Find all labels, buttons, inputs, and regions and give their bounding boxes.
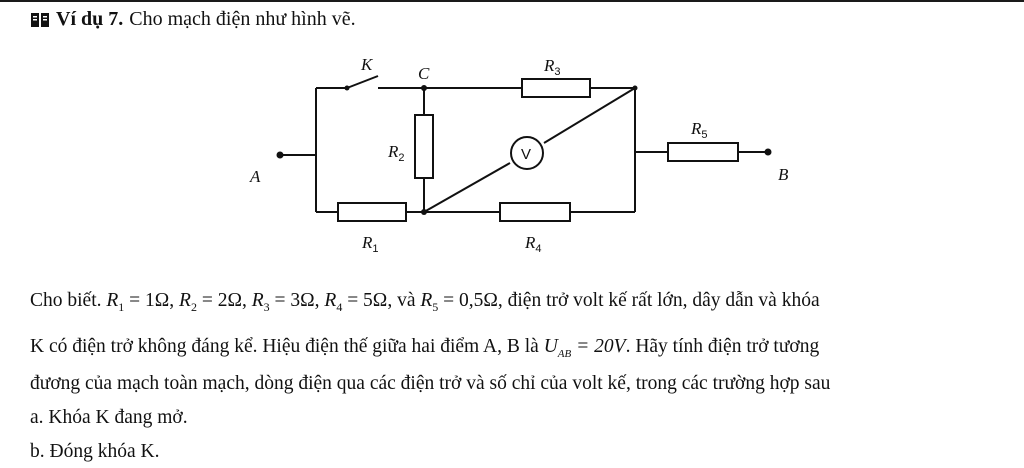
example-label: Ví dụ 7. [56, 8, 124, 30]
top-divider [0, 0, 1024, 2]
label-r5: R5 [690, 119, 708, 141]
example-heading: Ví dụ 7. Cho mạch điện như hình vẽ. [30, 8, 356, 31]
label-c: C [418, 64, 430, 83]
junction-d-dot [421, 209, 427, 215]
label-r3: R3 [543, 56, 561, 78]
terminal-a-dot [276, 151, 284, 159]
book-icon [31, 12, 49, 27]
resistor-r1 [337, 202, 407, 222]
switch-k-blade[interactable] [346, 75, 379, 89]
resistor-r3 [521, 78, 591, 98]
label-r4: R4 [524, 233, 542, 255]
label-a: A [249, 167, 261, 186]
label-b: B [778, 165, 789, 184]
switch-pivot-dot [344, 85, 350, 91]
terminal-b-dot [764, 148, 772, 156]
label-v: V [521, 146, 531, 163]
case-a: a. Khóa K đang mở. [30, 407, 188, 428]
wire-diagonal-lower [423, 162, 511, 213]
wire-diagonal-upper [543, 87, 636, 144]
resistor-r4 [499, 202, 571, 222]
circuit-diagram: K C A B V R3 R2 R1 R4 R5 [249, 55, 789, 255]
given-values-line: Cho biết. R1 = 1Ω, R2 = 2Ω, R3 = 3Ω, R4 … [30, 290, 820, 314]
question-line: đương của mạch toàn mạch, dòng điện qua … [30, 373, 831, 394]
junction-c-dot [421, 85, 427, 91]
voltmeter [510, 136, 544, 170]
label-r1: R1 [361, 233, 379, 255]
resistor-r2 [414, 114, 434, 179]
voltage-line: K có điện trở không đáng kể. Hiệu điện t… [30, 336, 820, 360]
label-k: K [360, 55, 374, 74]
junction-top-right-dot [632, 85, 638, 91]
case-b: b. Đóng khóa K. [30, 441, 160, 462]
example-text: Cho mạch điện như hình vẽ. [129, 8, 356, 30]
resistor-r5 [667, 142, 739, 162]
label-r2: R2 [387, 142, 405, 164]
